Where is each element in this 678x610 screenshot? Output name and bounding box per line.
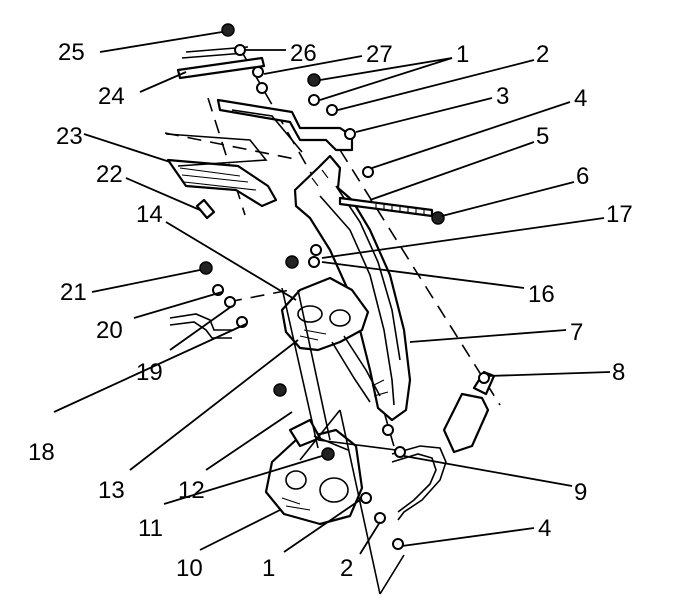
callout-1-top: 1	[456, 41, 469, 68]
callout-10: 10	[176, 555, 203, 582]
leader-lines	[53, 31, 611, 555]
callout-16: 16	[528, 281, 555, 308]
regulator-motor-10	[264, 418, 364, 526]
callout-20: 20	[96, 317, 123, 344]
upper-bracket-plate	[216, 98, 354, 153]
callout-9: 9	[574, 479, 587, 506]
callout-4-bottom: 4	[538, 515, 551, 542]
callout-7: 7	[570, 319, 583, 346]
lower-trim-23	[165, 133, 278, 208]
callout-labels: 25 26 27 1 2 24 3 4 23 5 22 6 14 17 21 1…	[28, 39, 633, 582]
link-lines	[281, 287, 405, 595]
callout-19: 19	[136, 359, 163, 386]
callout-3: 3	[496, 83, 509, 110]
callout-2-bottom: 2	[340, 555, 353, 582]
trim-strip-24	[176, 46, 266, 80]
callout-4-top: 4	[574, 85, 587, 112]
callout-18: 18	[28, 439, 55, 466]
callout-17: 17	[606, 201, 633, 228]
callout-1-bottom: 1	[262, 555, 275, 582]
callout-5: 5	[536, 123, 549, 150]
callout-13: 13	[98, 477, 125, 504]
callout-14: 14	[136, 201, 163, 228]
callout-2-top: 2	[536, 41, 549, 68]
callout-27: 27	[366, 41, 393, 68]
callout-6: 6	[576, 163, 589, 190]
callout-22: 22	[96, 161, 123, 188]
callout-26: 26	[290, 40, 317, 67]
callout-8: 8	[612, 359, 625, 386]
callout-12: 12	[178, 477, 205, 504]
callout-23: 23	[56, 123, 83, 150]
harness-19	[169, 313, 232, 339]
callout-21: 21	[60, 279, 87, 306]
callout-25: 25	[58, 39, 85, 66]
fasteners	[199, 23, 490, 550]
clip-22	[195, 198, 216, 220]
callout-11: 11	[138, 515, 163, 542]
callout-24: 24	[98, 83, 125, 110]
cable-with-damper-8	[391, 370, 496, 521]
